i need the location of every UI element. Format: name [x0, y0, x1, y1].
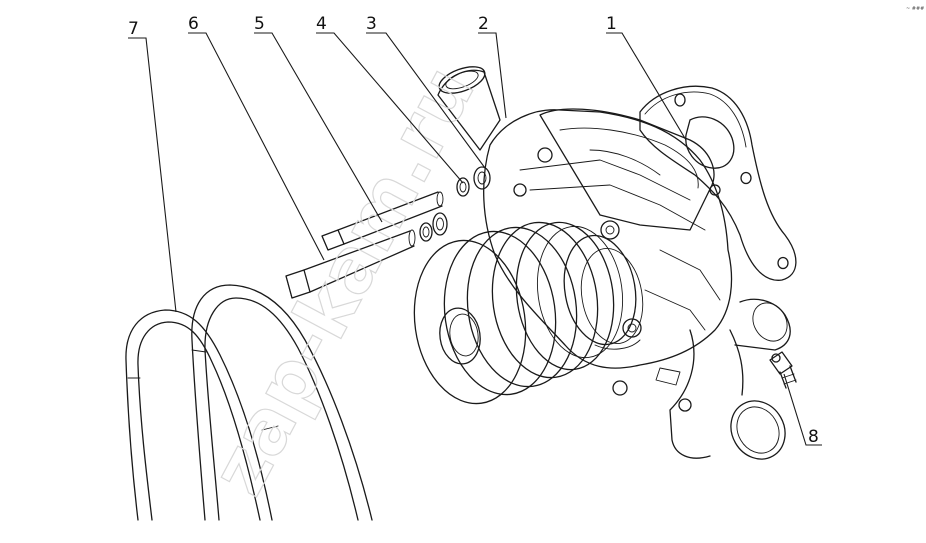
washers	[419, 166, 491, 242]
callout-7: 7	[128, 19, 139, 39]
callout-labels: 1 2 3 4 5 6 7 8	[128, 14, 819, 447]
pump-housing	[437, 66, 791, 460]
pulley	[413, 221, 624, 405]
leader-lines	[128, 32, 822, 446]
gasket	[639, 85, 797, 281]
fitting	[769, 351, 797, 389]
corner-mark: ~ ###	[906, 6, 924, 12]
callout-1: 1	[606, 14, 617, 34]
v-belts	[125, 284, 373, 521]
callout-3: 3	[366, 14, 377, 34]
bolt-upper	[321, 191, 444, 251]
bolt-lower	[285, 229, 416, 299]
callout-8: 8	[808, 427, 819, 447]
callout-5: 5	[254, 14, 265, 34]
callout-4: 4	[316, 14, 327, 34]
callout-6: 6	[188, 14, 199, 34]
callout-2: 2	[478, 14, 489, 34]
